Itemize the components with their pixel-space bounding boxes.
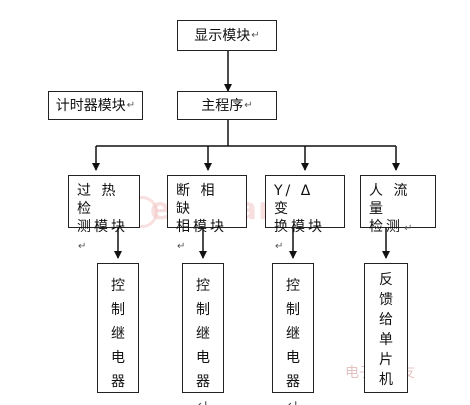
relay3-char: 控 [286,278,300,294]
feedback-char: 馈 [379,292,393,308]
return-mark: ↵ [251,29,260,41]
relay2-char: 电 [196,350,210,366]
relay1-char: 制 [111,302,125,318]
timer-module-label: 计时器模块 [55,97,126,114]
main-program-label: 主程序 [201,97,244,114]
relay2-char: 制 [196,302,210,318]
star-delta-label-line1: Y/ Δ 变 [274,183,314,217]
return-mark: ↵ [177,241,189,252]
feedback-char: 机 [379,372,393,388]
return-mark: ↵ [275,241,287,252]
relay-box-2: 控 制 继 电 器 ↵ [182,263,224,405]
return-mark: ↵ [244,99,253,111]
relay2-char: 继 [196,326,210,342]
feedback-char: 片 [379,352,393,368]
people-flow-label-line2: 检测 [369,219,403,235]
return-mark: ↵ [126,99,136,111]
relay3-char: 制 [286,302,300,318]
people-flow-box: 人 流 量 检测↵ [360,175,436,235]
relay1-char: 电 [111,350,125,366]
phase-loss-box: 断 相 缺 相模块 ↵ [167,175,247,252]
relay1-char: 继 [111,326,125,342]
relay-box-3: 控 制 继 电 器 ↵ [272,263,314,405]
display-module-box: 显示模块↵ [177,20,277,51]
relay2-char: 器 [196,374,210,390]
overheat-label-line1: 过 热 检 [77,183,119,217]
feedback-char: 反 [379,272,393,288]
return-mark: ↵ [78,241,90,252]
relay1-char: 控 [111,278,125,294]
relay3-char: 器 [286,374,300,390]
relay3-char: 电 [286,350,300,366]
relay-box-1: 控 制 继 电 器 [97,263,139,393]
star-delta-box: Y/ Δ 变 换模块 ↵ [265,175,345,252]
main-program-box: 主程序↵ [177,91,277,120]
return-mark: ↵ [404,223,416,234]
relay3-char: 继 [286,326,300,342]
display-module-label: 显示模块 [194,27,251,44]
overheat-detection-box: 过 热 检 测模块 ↵ [68,175,140,252]
feedback-char: 单 [379,332,393,348]
return-mark: ↵ [287,394,299,405]
phase-loss-label-line1: 断 相 缺 [176,183,218,217]
overheat-label-line2: 测模块 [77,219,128,235]
feedback-char: 给 [379,312,393,328]
people-flow-label-line1: 人 流 量 [369,183,411,217]
return-mark: ↵ [197,394,209,405]
timer-module-box: 计时器模块↵ [48,91,143,120]
phase-loss-label-line2: 相模块 [176,219,227,235]
star-delta-label-line2: 换模块 [274,219,325,235]
relay1-char: 器 [111,374,125,390]
relay2-char: 控 [196,278,210,294]
feedback-box: 反 馈 给 单 片 机 [364,263,408,393]
